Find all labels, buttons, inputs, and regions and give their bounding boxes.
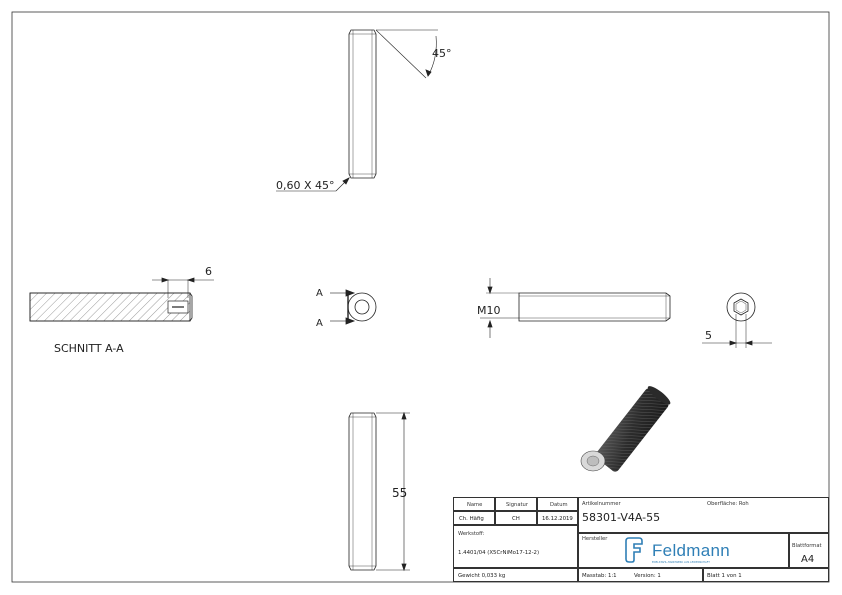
section-marker-top: A bbox=[316, 288, 323, 299]
length-dimension: 55 bbox=[392, 486, 407, 500]
signature-value-cell: CH bbox=[495, 511, 537, 525]
format-label: Blattformat bbox=[792, 543, 822, 549]
article-number: 58301-V4A-55 bbox=[582, 511, 661, 524]
date-label: Datum bbox=[550, 502, 568, 508]
end-view-section-markers bbox=[330, 289, 377, 325]
slot-depth-dimension: 6 bbox=[205, 265, 212, 278]
thread-dimension: M10 bbox=[477, 304, 501, 317]
manufacturer-label: Hersteller bbox=[582, 536, 608, 542]
brand-tagline: EDELSTAHL-HANDWERK AUS LEIDENSCHAFT bbox=[652, 561, 710, 564]
section-marker-bottom: A bbox=[316, 318, 323, 329]
article-label: Artikelnummer bbox=[582, 501, 621, 507]
name-label: Name bbox=[467, 502, 483, 508]
brand-name: Feldmann bbox=[652, 541, 730, 560]
format-cell: Blattformat A4 bbox=[789, 533, 829, 568]
front-view bbox=[348, 411, 410, 572]
date-value-cell: 16.12.2019 bbox=[537, 511, 578, 525]
date-header-cell: Datum bbox=[537, 497, 578, 511]
hex-end-view bbox=[702, 292, 772, 348]
feldmann-logo-icon bbox=[625, 537, 643, 563]
format-value: A4 bbox=[801, 554, 815, 565]
signature-header-cell: Signatur bbox=[495, 497, 537, 511]
manufacturer-cell: Hersteller Feldmann EDELSTAHL-HANDWERK A… bbox=[578, 533, 789, 568]
weight-cell: Gewicht 0,033 kg bbox=[453, 568, 578, 582]
isometric-view bbox=[580, 386, 671, 472]
section-title: SCHNITT A-A bbox=[54, 342, 124, 355]
signature-label: Signatur bbox=[506, 502, 528, 508]
name-value-cell: Ch. Häfig bbox=[453, 511, 495, 525]
version-value: Version: 1 bbox=[634, 573, 661, 579]
section-view bbox=[29, 277, 214, 322]
date-value: 16.12.2019 bbox=[542, 516, 573, 522]
title-block: Name Signatur Datum Ch. Häfig CH 16.12.2… bbox=[453, 497, 829, 582]
material-cell: Werkstoff: 1.4401/04 (X5CrNiMo17-12-2) bbox=[453, 525, 578, 568]
scale-cell: Masstab: 1:1 Version: 1 bbox=[578, 568, 703, 582]
name-value: Ch. Häfig bbox=[459, 516, 484, 522]
surface-label: Oberfläche: Roh bbox=[707, 501, 749, 507]
top-view bbox=[276, 29, 438, 192]
material-value: 1.4401/04 (X5CrNiMo17-12-2) bbox=[458, 550, 540, 556]
signature-value: CH bbox=[512, 516, 520, 522]
angle-dimension: 45° bbox=[432, 47, 452, 60]
sheet-frame bbox=[11, 11, 830, 583]
weight-value: Gewicht 0,033 kg bbox=[458, 573, 506, 579]
sheet-cell: Blatt 1 von 1 bbox=[703, 568, 829, 582]
side-view bbox=[480, 278, 671, 338]
sheet-value: Blatt 1 von 1 bbox=[707, 573, 742, 579]
chamfer-dimension: 0,60 X 45° bbox=[276, 179, 335, 192]
hex-dimension: 5 bbox=[705, 329, 712, 342]
material-label: Werkstoff: bbox=[458, 531, 485, 537]
name-header-cell: Name bbox=[453, 497, 495, 511]
scale-value: Masstab: 1:1 bbox=[582, 573, 617, 579]
article-cell: Artikelnummer Oberfläche: Roh 58301-V4A-… bbox=[578, 497, 829, 533]
